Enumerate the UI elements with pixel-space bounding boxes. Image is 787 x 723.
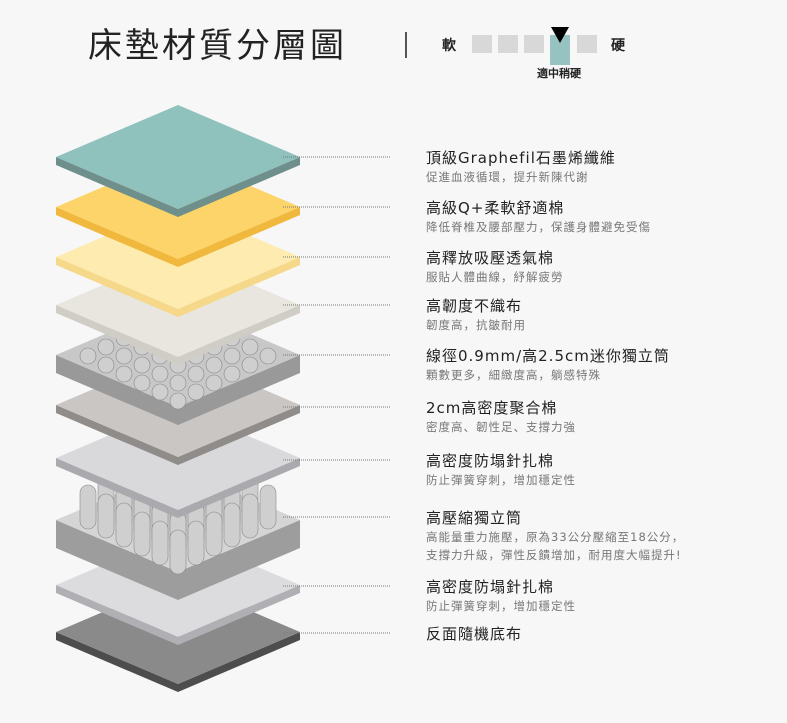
layer-label-5: 線徑0.9mm/高2.5cm迷你獨立筒顆數更多，細緻度高，躺感特殊 [426,346,670,384]
layer-description: 密度高、韌性足、支撐力強 [426,420,576,434]
layer-title: 高韌度不織布 [426,297,523,315]
layer-title: 頂級Graphefil石墨烯纖維 [426,149,616,167]
spring-coil [115,347,133,365]
spring-coil [187,365,205,383]
pointer-triangle-icon [551,27,569,43]
spring-coil [187,383,205,401]
layer-description: 支撐力升級，彈性反饋增加，耐用度大幅提升! [426,548,682,562]
spring-coil [241,338,259,356]
layer-description: 降低脊椎及腰部壓力，保護身體避免受傷 [426,220,651,234]
spring-coil [151,383,169,401]
layer-description: 顆數更多，細緻度高，躺感特殊 [426,368,601,382]
layer-description: 韌度高，抗皺耐用 [426,318,526,332]
spring-coil [241,356,259,374]
firmness-level-3 [524,35,544,53]
page-title: 床墊材質分層圖 [88,26,347,66]
layer-title: 2cm高密度聚合棉 [426,399,558,417]
spring-coil [115,365,133,383]
hard-label: 硬 [611,38,625,54]
firmness-value: 適中稍硬 [537,67,581,80]
layer-description: 防止彈簧穿刺，增加穩定性 [426,599,576,613]
spring-coil [151,520,169,566]
layer-title: 高密度防塌針扎棉 [426,452,555,470]
layer-8 [56,439,300,600]
spring-coil [133,374,151,392]
spring-coil [241,493,259,539]
spring-coil [97,493,115,539]
spring-coil [169,374,187,392]
firmness-level-1 [472,35,492,53]
spring-coil [151,365,169,383]
layer-title: 線徑0.9mm/高2.5cm迷你獨立筒 [426,347,670,365]
layer-label-1: 頂級Graphefil石墨烯纖維促進血液循環，提升新陳代謝 [426,148,616,186]
firmness-level-5 [577,35,597,53]
spring-coil [223,347,241,365]
layer-title: 反面隨機底布 [426,625,523,643]
spring-coil [97,338,115,356]
spring-coil [133,511,151,557]
layer-label-10: 反面隨機底布 [426,624,522,644]
layer-label-8: 高壓縮獨立筒高能量重力施壓，原為33公分壓縮至18公分， 支撐力升級，彈性反饋增加… [426,508,684,564]
spring-coil [97,356,115,374]
spring-coil [205,374,223,392]
layer-description: 促進血液循環，提升新陳代謝 [426,170,589,184]
layer-side [56,355,300,425]
layer-title: 高級Q+柔軟舒適棉 [426,199,565,217]
spring-coil [223,365,241,383]
spring-coil [223,502,241,548]
spring-coil [133,356,151,374]
layer-label-2: 高級Q+柔軟舒適棉降低脊椎及腰部壓力，保護身體避免受傷 [426,198,651,236]
spring-coil [115,502,133,548]
spring-coil [205,511,223,557]
layer-1 [56,105,300,217]
divider [405,32,407,58]
firmness-level-2 [498,35,518,53]
spring-coil [79,347,97,365]
spring-coil [169,392,187,410]
layer-label-9: 高密度防塌針扎棉防止彈簧穿刺，增加穩定性 [426,577,576,615]
layer-title: 高密度防塌針扎棉 [426,578,555,596]
spring-coil [259,347,277,365]
spring-coil [205,356,223,374]
layer-description: 高能量重力施壓，原為33公分壓縮至18公分， [426,530,685,544]
layer-label-6: 2cm高密度聚合棉密度高、韌性足、支撐力強 [426,398,576,436]
layer-label-3: 高釋放吸壓透氣棉服貼人體曲線，紓解疲勞 [426,248,564,286]
layer-label-7: 高密度防塌針扎棉防止彈簧穿刺，增加穩定性 [426,451,576,489]
spring-coil [259,484,277,530]
layer-description: 服貼人體曲線，紓解疲勞 [426,270,564,284]
layer-title: 高釋放吸壓透氣棉 [426,249,555,267]
layer-top [56,105,300,209]
layer-description: 防止彈簧穿刺，增加穩定性 [426,473,576,487]
spring-coil [169,529,187,575]
soft-label: 軟 [442,38,456,54]
spring-coil [187,520,205,566]
layer-label-4: 高韌度不織布韌度高，抗皺耐用 [426,296,526,334]
layer-title: 高壓縮獨立筒 [426,509,523,527]
spring-coil [79,484,97,530]
layer-side [56,520,300,600]
